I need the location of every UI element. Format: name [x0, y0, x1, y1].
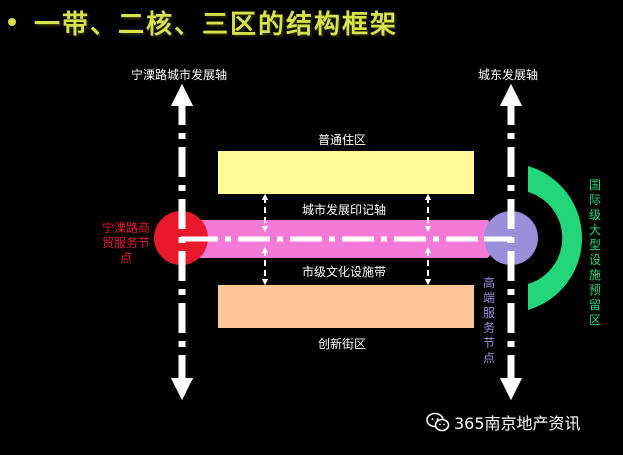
left-axis-label: 宁溧路城市发展轴 — [131, 68, 228, 82]
title-bullet — [8, 18, 16, 26]
reserve-label: 国际级大型设施预留区 — [588, 178, 601, 327]
residential-block — [218, 151, 474, 194]
watermark: 365南京地产资讯 — [426, 410, 581, 434]
imprint-axis-label: 城市发展印记轴 — [302, 203, 387, 217]
right-node-label: 高端服务节点 — [482, 276, 495, 365]
watermark-text: 365南京地产资讯 — [454, 414, 581, 433]
reserve-arc — [528, 166, 582, 310]
wechat-icon — [426, 412, 450, 432]
innovation-label: 创新街区 — [318, 337, 367, 351]
left-node-label: 宁溧路商贸服务节点 — [101, 221, 150, 265]
innovation-block — [218, 285, 474, 328]
page-title: 一带、二核、三区的结构框架 — [8, 2, 398, 42]
right-axis-label: 城东发展轴 — [478, 68, 539, 82]
title-text: 一带、二核、三区的结构框架 — [34, 9, 399, 40]
residential-label: 普通住区 — [318, 133, 367, 147]
culture-belt-label: 市级文化设施带 — [302, 265, 387, 279]
